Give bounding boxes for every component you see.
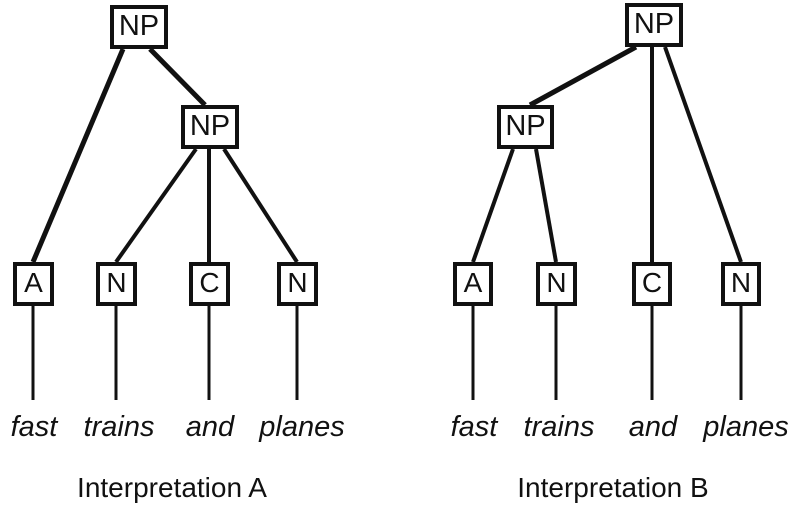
node-label-b-pos-c: C (641, 267, 663, 298)
node-label-b-np-root: NP (633, 7, 675, 40)
node-label-b-pos-n2: N (730, 267, 752, 298)
leaf-word-a-word-and: and (185, 411, 235, 443)
node-label-a-pos-n2: N (287, 267, 308, 298)
node-label-a-pos-n1: N (106, 267, 127, 298)
node-label-b-pos-a: A (463, 267, 483, 298)
node-box-a-pos-c[interactable]: C (189, 262, 230, 306)
node-box-b-pos-a[interactable]: A (453, 262, 493, 306)
node-label-b-pos-n1: N (546, 267, 567, 298)
node-box-a-np-inner[interactable]: NP (181, 105, 239, 149)
node-box-b-pos-n1[interactable]: N (536, 262, 577, 306)
node-label-a-pos-a: A (24, 267, 43, 298)
node-box-b-pos-n2[interactable]: N (721, 262, 761, 306)
leaf-word-b-word-trains: trains (523, 411, 595, 443)
leaf-word-b-word-and: and (628, 411, 678, 443)
leaf-word-a-word-planes: planes (259, 411, 345, 443)
leaf-word-a-word-fast: fast (10, 411, 58, 443)
node-box-a-pos-n2[interactable]: N (277, 262, 318, 306)
leaf-word-b-word-fast: fast (450, 411, 498, 443)
tree-edge-a-np-inner-to-a-pos-n2 (222, 147, 299, 264)
node-box-a-pos-n1[interactable]: N (96, 262, 137, 306)
tree-edge-a-np-root-to-a-np-inner (148, 47, 207, 107)
tree-edge-b-np-root-to-b-pos-n2 (663, 46, 743, 263)
tree-edge-a-np-root-to-a-pos-a (30, 48, 126, 263)
leaf-word-b-word-planes: planes (703, 411, 789, 443)
edges-group (30, 44, 743, 264)
node-box-b-pos-c[interactable]: C (632, 262, 672, 306)
node-label-a-np-root: NP (118, 9, 160, 42)
tree-edge-b-np-inner-to-b-pos-n1 (534, 148, 558, 263)
leaf-stems-group (31, 306, 743, 400)
tree-edge-b-np-inner-to-b-pos-a (471, 148, 515, 263)
tree-edge-b-np-root-to-b-np-inner (528, 44, 638, 108)
caption-tree-b: Interpretation B (517, 472, 709, 503)
node-box-a-pos-a[interactable]: A (13, 262, 54, 306)
node-box-b-np-root[interactable]: NP (625, 3, 683, 47)
node-box-b-np-inner[interactable]: NP (497, 105, 554, 149)
node-box-a-np-root[interactable]: NP (110, 5, 168, 49)
node-label-a-np-inner: NP (189, 109, 231, 142)
node-label-b-np-inner: NP (505, 109, 546, 142)
leaf-word-a-word-trains: trains (83, 411, 155, 443)
caption-tree-a: Interpretation A (77, 472, 267, 503)
node-label-a-pos-c: C (199, 267, 220, 298)
tree-edge-a-np-inner-to-a-pos-n1 (114, 147, 198, 264)
